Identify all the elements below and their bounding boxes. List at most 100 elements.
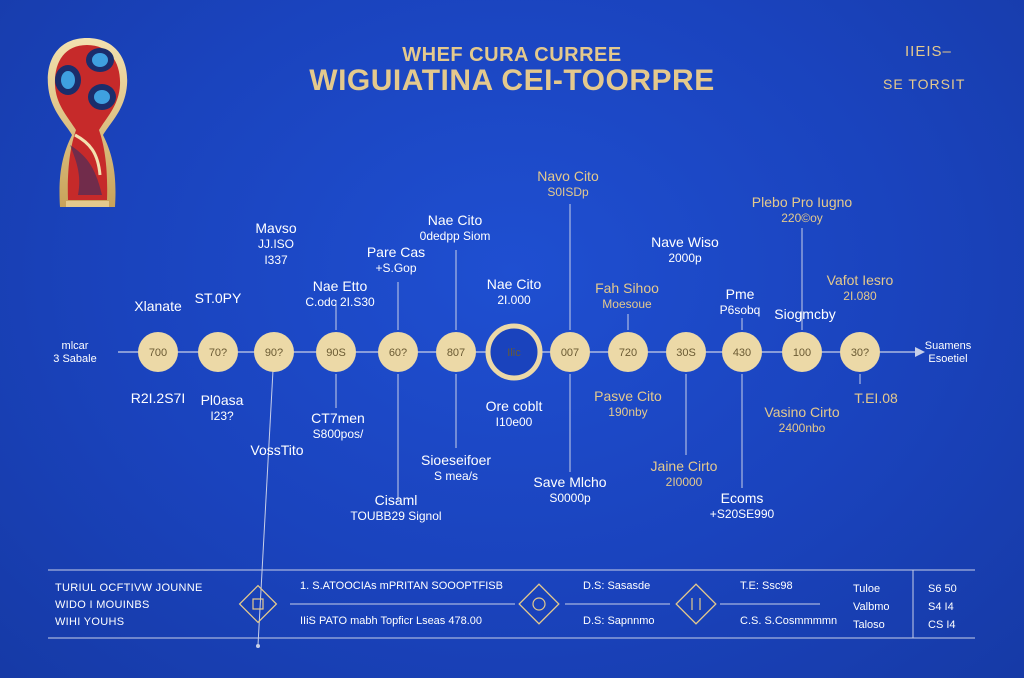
label-above-value: 220©oy bbox=[781, 211, 823, 225]
label-above-value: P6sobq bbox=[719, 303, 761, 317]
label-above-title: Pare Cas bbox=[366, 244, 426, 260]
timeline-node-label: 60? bbox=[389, 347, 407, 359]
timeline-node: 30S bbox=[666, 332, 706, 372]
timeline-arrow-head bbox=[915, 347, 925, 357]
label-above-value: 2000p bbox=[668, 251, 702, 265]
label-above-title: Nave Wiso bbox=[651, 234, 719, 250]
label-below-title: R2I.2S7I bbox=[130, 390, 186, 406]
label-above-title: Vafot Iesro bbox=[826, 272, 894, 288]
label-above: ST.0PY bbox=[195, 290, 242, 306]
timeline-node-label: 30? bbox=[851, 347, 869, 359]
label-below-value: I23? bbox=[210, 409, 234, 423]
label-above-value: JJ.ISO bbox=[257, 237, 295, 251]
label-above-value: I337 bbox=[264, 253, 288, 267]
label-below-title: Save Mlcho bbox=[533, 474, 607, 490]
label-above-title: Plebo Pro Iugno bbox=[751, 194, 853, 210]
timeline-node: 700 bbox=[138, 332, 178, 372]
label-below-title: Jaine Cirto bbox=[650, 458, 718, 474]
timeline-node-label: 90S bbox=[326, 347, 346, 359]
timeline-node-label: 720 bbox=[619, 347, 637, 359]
label-above-value: 2I.080 bbox=[843, 289, 877, 303]
lead-line bbox=[257, 351, 275, 646]
label-below: Ecoms+S20SE990 bbox=[710, 490, 774, 522]
label-above-title: Nae Etto bbox=[312, 278, 368, 294]
label-below-title: Vasino Cirto bbox=[764, 404, 840, 420]
header-title: WIGUIATINA CEI-TOORPRE bbox=[309, 64, 715, 97]
timeline-node: 007 bbox=[550, 332, 590, 372]
timeline-node: 60? bbox=[378, 332, 418, 372]
label-below-title: Cisaml bbox=[374, 492, 418, 508]
label-below-value: 2400nbo bbox=[778, 421, 826, 435]
top-right-label-1: IIEIS– bbox=[905, 43, 952, 60]
timeline-node-label: 007 bbox=[561, 347, 579, 359]
label-below-title: Pl0asa bbox=[200, 392, 244, 408]
label-below: VossTito bbox=[250, 442, 303, 458]
label-above-title: Siogmcby bbox=[774, 306, 836, 322]
label-above-value: 2I.000 bbox=[497, 293, 531, 307]
footer-diamond-icon bbox=[675, 583, 717, 625]
timeline-node: 90S bbox=[316, 332, 356, 372]
label-above-value: 0dedpp Siom bbox=[419, 229, 491, 243]
timeline-node-label: Ilic bbox=[507, 347, 521, 359]
label-above-title: Mavso bbox=[255, 220, 297, 236]
label-above-value: C.odc 2I.S30 bbox=[305, 295, 375, 309]
footer-left-text: TURIUL OCFTIVW JOUNNE WIDO I MOUINBS WIH… bbox=[55, 582, 203, 628]
trophy-logo-icon bbox=[47, 38, 128, 207]
label-above-value: +S.Gop bbox=[375, 261, 417, 275]
label-above-title: Pme bbox=[725, 286, 755, 302]
label-above-title: Navo Cito bbox=[537, 168, 599, 184]
label-above-value: Moesoue bbox=[602, 297, 652, 311]
footer-right-bottom: C.S. S.Cosmmmmn bbox=[740, 615, 838, 627]
label-above: Xlanate bbox=[134, 298, 181, 314]
timeline-node: Ilic bbox=[485, 323, 543, 381]
timeline-node: 430 bbox=[722, 332, 762, 372]
label-above: Siogmcby bbox=[774, 306, 835, 322]
label-below-title: Sioeseifoer bbox=[420, 452, 492, 468]
timeline-node: 70? bbox=[198, 332, 238, 372]
label-below-title: CT7men bbox=[311, 410, 365, 426]
header-line-1: WHEF CURA CURREE bbox=[402, 44, 622, 66]
footer-center-bottom: IIiS PATO mabh Topficr Lseas 478.00 bbox=[300, 615, 483, 627]
label-above: Pare Cas+S.Gop bbox=[367, 244, 425, 276]
timeline-node-label: 90? bbox=[265, 347, 283, 359]
timeline-node: 100 bbox=[782, 332, 822, 372]
label-below-value: 2I0000 bbox=[665, 475, 703, 489]
label-below-value: TOUBB29 Signol bbox=[350, 509, 442, 523]
label-below-title: Ecoms bbox=[720, 490, 764, 506]
top-right-label-2: SE TORSIT bbox=[883, 76, 966, 92]
timeline-node-label: 30S bbox=[676, 347, 696, 359]
label-below-value: S0000p bbox=[549, 491, 591, 505]
timeline-node-label: 430 bbox=[733, 347, 751, 359]
label-below-value: +S20SE990 bbox=[709, 507, 775, 521]
timeline-node-label: 807 bbox=[447, 347, 465, 359]
label-above-title: Xlanate bbox=[134, 298, 182, 314]
label-below-value: S800pos/ bbox=[312, 427, 364, 441]
footer-diamond-icon bbox=[518, 583, 560, 625]
timeline-node: 30? bbox=[840, 332, 880, 372]
timeline-node: 720 bbox=[608, 332, 648, 372]
footer-mid-top: D.S: Sasasde bbox=[583, 580, 651, 592]
label-below-title: Pasve Cito bbox=[594, 388, 662, 404]
label-above-title: Nae Cito bbox=[486, 276, 542, 292]
